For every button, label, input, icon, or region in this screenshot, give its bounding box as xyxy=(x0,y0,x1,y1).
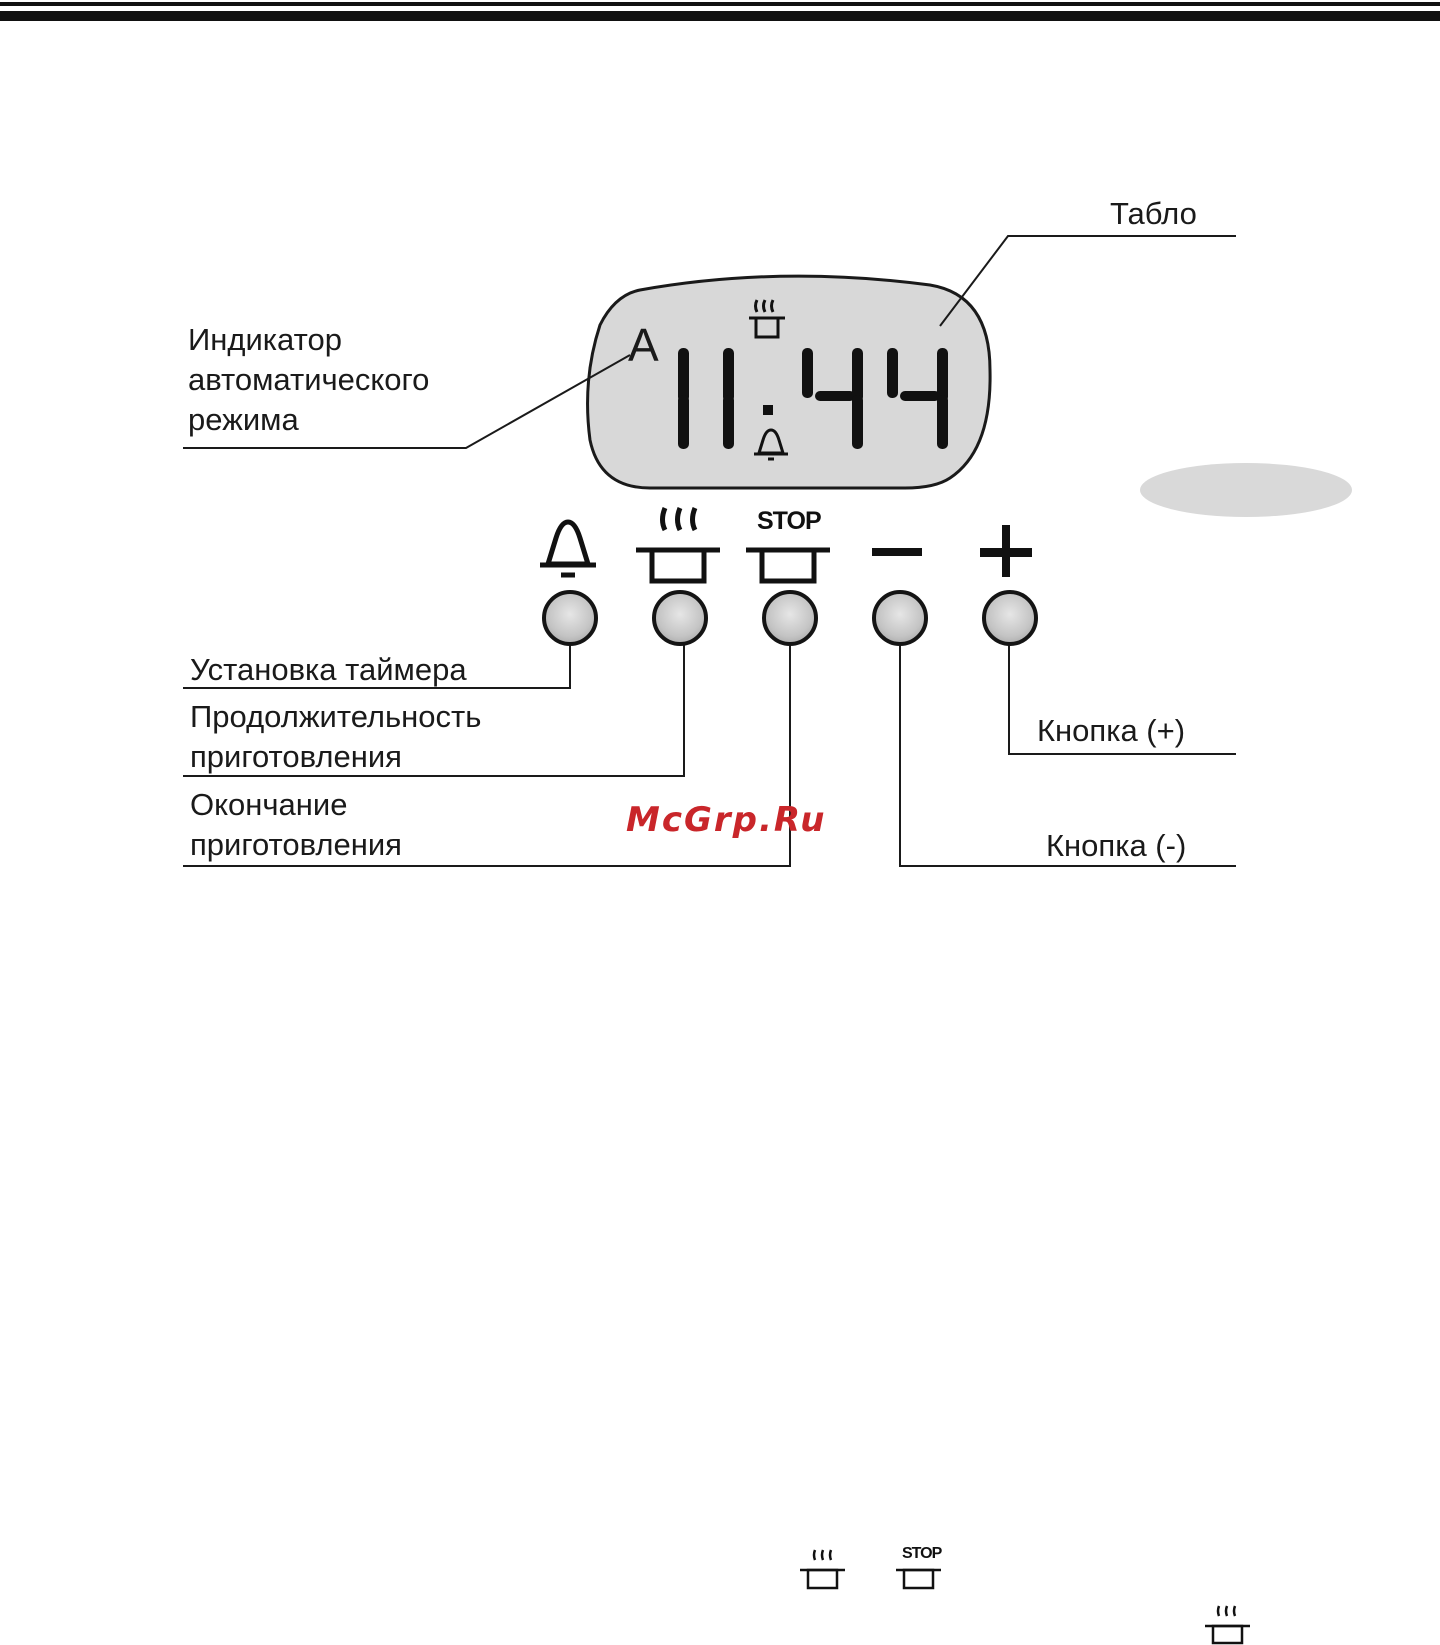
auto-indicator-label-3: режима xyxy=(188,400,299,440)
plus-icon xyxy=(980,525,1032,577)
stop-label: STOP xyxy=(757,507,821,536)
legend-stop-label: STOP xyxy=(902,1545,941,1563)
duration-pot-icon xyxy=(636,508,720,581)
duration-label-1: Продолжительность xyxy=(190,697,481,737)
duration-label-2: приготовления xyxy=(190,737,402,777)
bell-icon xyxy=(540,522,596,575)
end-label-1: Окончание xyxy=(190,785,347,825)
minus-icon xyxy=(872,548,922,556)
end-time-button[interactable] xyxy=(762,590,818,646)
auto-mode-letter: A xyxy=(628,318,659,372)
lcd-display xyxy=(588,276,991,488)
minus-button[interactable] xyxy=(872,590,928,646)
legend-duration-icon xyxy=(800,1550,845,1588)
legend-stop-icon xyxy=(896,1570,941,1588)
timer-label: Установка таймера xyxy=(190,650,467,690)
plus-button-label: Кнопка (+) xyxy=(1037,711,1185,751)
timer-button[interactable] xyxy=(542,590,598,646)
plus-button[interactable] xyxy=(982,590,1038,646)
decor-oval xyxy=(1140,463,1352,517)
legend-pot-icon xyxy=(1205,1606,1250,1643)
end-label-2: приготовления xyxy=(190,825,402,865)
auto-indicator-label-2: автоматического xyxy=(188,360,429,400)
duration-button[interactable] xyxy=(652,590,708,646)
minus-button-label: Кнопка (-) xyxy=(1046,826,1186,866)
display-label: Табло xyxy=(1110,194,1197,234)
stop-pot-icon xyxy=(746,550,830,581)
auto-indicator-label-1: Индикатор xyxy=(188,320,342,360)
watermark: McGrp.Ru xyxy=(626,800,826,840)
